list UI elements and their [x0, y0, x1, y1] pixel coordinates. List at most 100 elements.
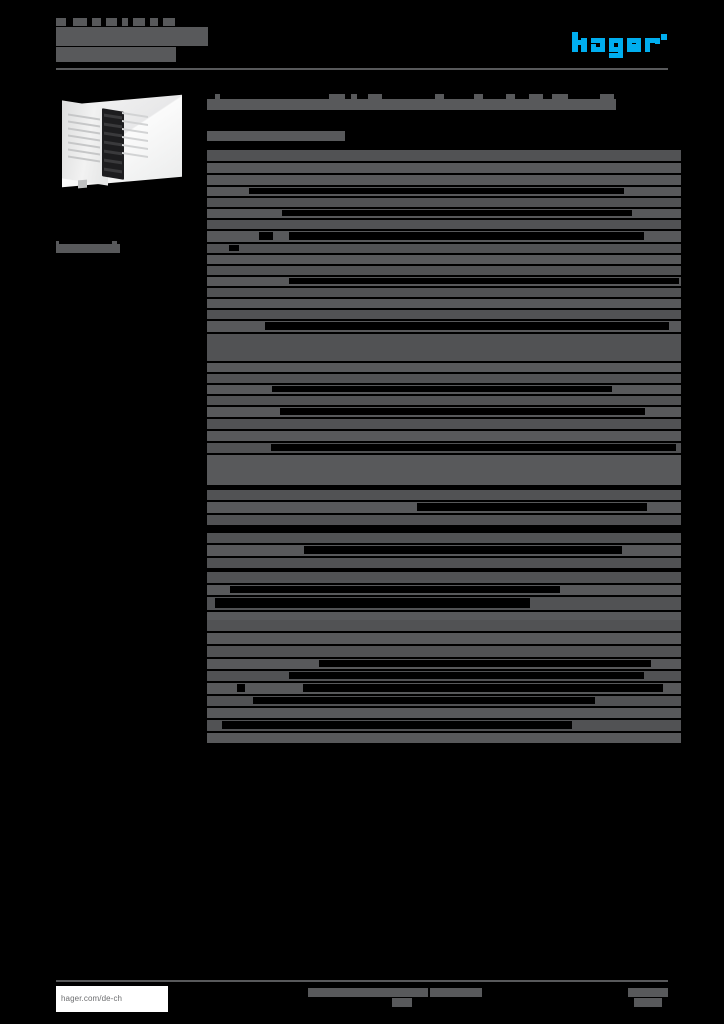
spec-row: [207, 209, 681, 218]
spec-value-redacted: [265, 322, 669, 330]
spec-row: [207, 310, 681, 319]
spec-row: [207, 612, 681, 623]
spec-row: [207, 321, 681, 332]
spec-row-divider: [207, 394, 681, 396]
spec-value-redacted: [282, 210, 632, 216]
spec-value-redacted: [222, 721, 572, 729]
spec-row-divider: [207, 631, 681, 633]
spec-value-redacted: [417, 503, 647, 511]
page-footer: hager.com/de-ch: [56, 986, 668, 1012]
spec-value-redacted: [249, 188, 624, 194]
spec-group-1: [207, 150, 681, 354]
spec-row-divider: [207, 556, 681, 558]
spec-value-redacted: [253, 697, 595, 704]
product-image: [56, 94, 190, 198]
page-title-redacted: [207, 92, 616, 110]
spec-value-redacted: [259, 232, 273, 240]
spec-row-divider: [207, 543, 681, 545]
spec-row: [207, 443, 681, 453]
spec-group-2: [207, 350, 681, 487]
spec-value-redacted: [272, 386, 612, 392]
spec-row: [207, 244, 681, 253]
spec-row-divider: [207, 229, 681, 231]
spec-row-divider: [207, 441, 681, 443]
spec-row-divider: [207, 681, 681, 683]
footer-divider: [56, 980, 668, 982]
spec-row-divider: [207, 405, 681, 407]
spec-row: [207, 515, 681, 525]
spec-row: [207, 187, 681, 196]
spec-row: [207, 266, 681, 275]
spec-row-divider: [207, 595, 681, 597]
spec-row-divider: [207, 657, 681, 659]
spec-row: [207, 733, 681, 743]
footer-center-redacted: [308, 988, 428, 997]
spec-row: [207, 585, 681, 595]
spec-row: [207, 374, 681, 383]
header-title-redacted: [56, 18, 208, 62]
spec-value-redacted: [289, 672, 644, 679]
spec-row-divider: [207, 718, 681, 720]
spec-group-5: [207, 572, 681, 625]
spec-row-divider: [207, 453, 681, 455]
spec-value-redacted: [319, 660, 651, 667]
spec-row: [207, 620, 681, 631]
spec-row-divider: [207, 361, 681, 363]
spec-row: [207, 545, 681, 556]
footer-center-redacted-3: [392, 998, 412, 1007]
spec-value-redacted: [215, 598, 530, 608]
spec-row: [207, 419, 681, 429]
spec-row: [207, 533, 681, 543]
spec-row-divider: [207, 264, 681, 266]
spec-row: [207, 334, 681, 352]
spec-row: [207, 288, 681, 297]
spec-row: [207, 572, 681, 583]
spec-row-divider: [207, 207, 681, 209]
spec-row: [207, 150, 681, 161]
spec-row: [207, 231, 681, 242]
spec-row: [207, 659, 681, 669]
spec-row: [207, 646, 681, 657]
spec-value-redacted: [229, 245, 239, 251]
spec-row-divider: [207, 513, 681, 515]
hager-logo: [572, 30, 668, 60]
spec-row: [207, 350, 681, 361]
spec-value-redacted: [230, 586, 560, 593]
spec-row: [207, 502, 681, 513]
footer-page-number-redacted: [628, 988, 668, 997]
spec-row: [207, 671, 681, 681]
spec-row-divider: [207, 319, 681, 321]
spec-row: [207, 277, 681, 286]
spec-row-divider: [207, 644, 681, 646]
spec-value-redacted: [271, 444, 676, 451]
spec-row-divider: [207, 706, 681, 708]
spec-group-3: [207, 490, 681, 527]
spec-row-divider: [207, 417, 681, 419]
spec-row: [207, 385, 681, 394]
spec-row-divider: [207, 308, 681, 310]
spec-row-divider: [207, 275, 681, 277]
spec-row-divider: [207, 297, 681, 299]
spec-row-divider: [207, 669, 681, 671]
spec-row-divider: [207, 161, 681, 163]
page-header: [56, 18, 668, 70]
footer-center-redacted-2: [430, 988, 482, 997]
din-rail-detail: [102, 108, 124, 180]
spec-row: [207, 175, 681, 185]
spec-row-divider: [207, 253, 681, 255]
spec-row-divider: [207, 196, 681, 198]
spec-row: [207, 597, 681, 610]
spec-row-divider: [207, 218, 681, 220]
page-subtitle-redacted: [207, 131, 345, 141]
spec-row-divider: [207, 743, 681, 745]
spec-row-divider: [207, 485, 681, 487]
spec-value-redacted: [237, 684, 245, 692]
spec-row-divider: [207, 610, 681, 612]
spec-row-divider: [207, 185, 681, 187]
footer-website-url[interactable]: hager.com/de-ch: [56, 986, 168, 1012]
footer-page-number-redacted-2: [634, 998, 662, 1007]
spec-row-divider: [207, 286, 681, 288]
spec-row-divider: [207, 383, 681, 385]
spec-row: [207, 255, 681, 264]
spec-row: [207, 633, 681, 644]
